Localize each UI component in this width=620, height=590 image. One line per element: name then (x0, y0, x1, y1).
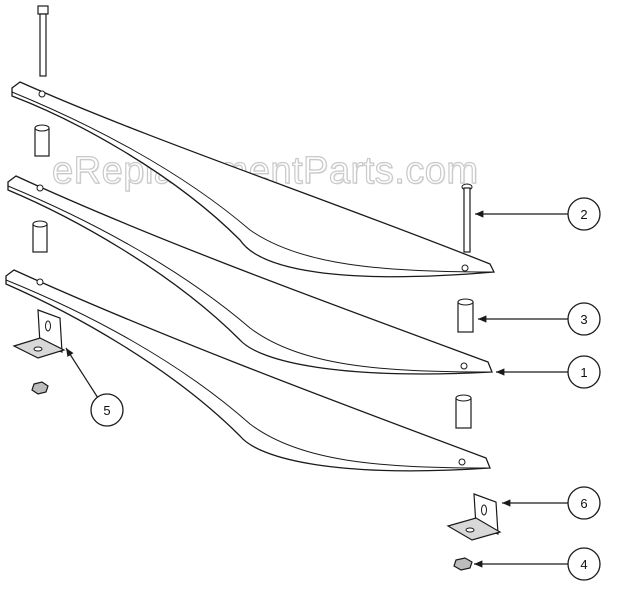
callout-6: 6 (567, 486, 601, 520)
bracket-right (446, 493, 502, 541)
callout-1: 1 (567, 355, 601, 389)
leaf-spring-middle (7, 175, 493, 375)
svg-text:1: 1 (580, 365, 587, 380)
callout-5: 5 (90, 393, 124, 427)
nut-right (453, 557, 473, 571)
spacer-right-lower (455, 394, 472, 429)
bracket-left (12, 309, 66, 359)
spacer-right-upper (457, 298, 474, 333)
leaf-spring-top (11, 81, 496, 278)
svg-text:3: 3 (580, 312, 587, 327)
leaf-spring-bottom (5, 269, 491, 472)
spacer-upper-left (34, 124, 50, 157)
callout-4: 4 (567, 547, 601, 581)
nut-left (31, 381, 49, 395)
top-bolt (37, 5, 49, 77)
leader-lines (65, 210, 568, 568)
right-bolt (461, 183, 473, 253)
svg-text:5: 5 (103, 403, 110, 418)
svg-text:6: 6 (580, 496, 587, 511)
leader-line-5 (65, 347, 99, 399)
spacer-lower-left (32, 220, 48, 253)
svg-text:2: 2 (580, 207, 587, 222)
callout-3: 3 (567, 302, 601, 336)
svg-text:4: 4 (580, 557, 587, 572)
callout-2: 2 (567, 197, 601, 231)
